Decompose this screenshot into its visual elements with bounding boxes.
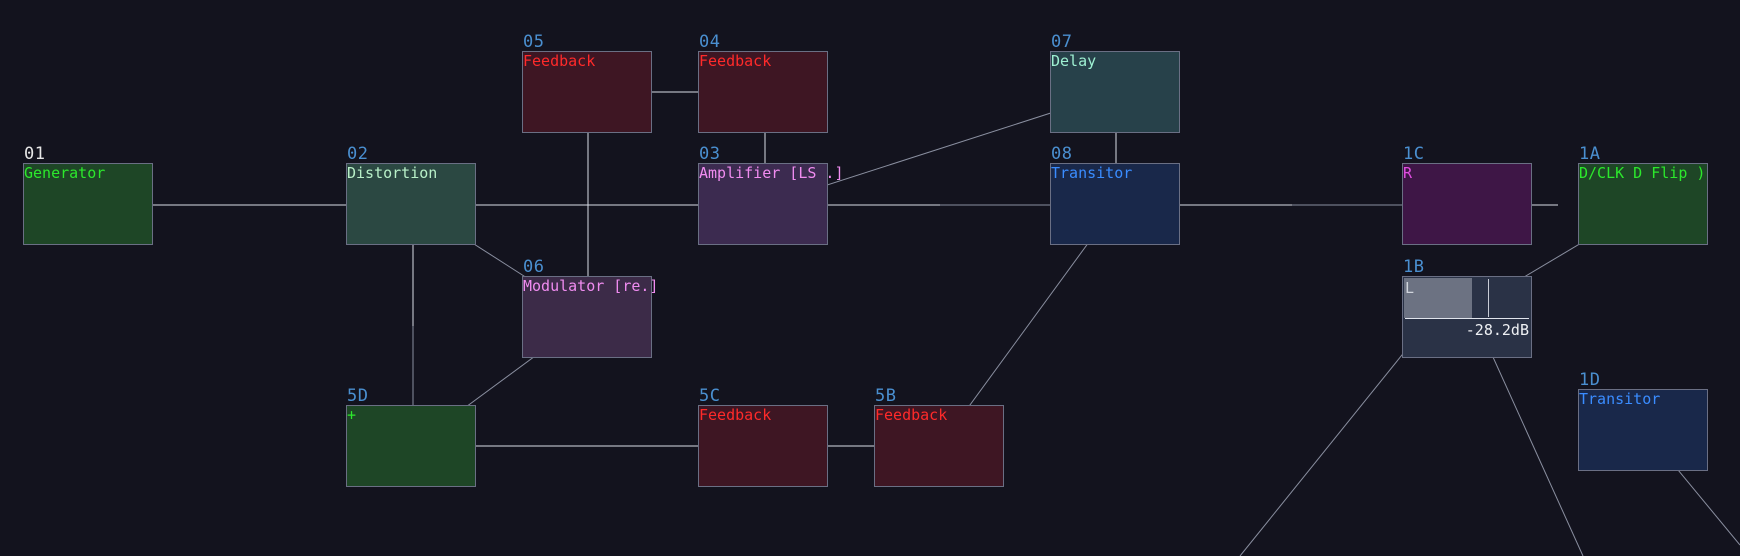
node-id: 08 xyxy=(1051,144,1073,164)
node-id: 05 xyxy=(523,32,545,52)
node-title: Transitor xyxy=(1579,390,1661,408)
node-delay[interactable]: 07 Delay xyxy=(1050,33,1180,133)
node-generator[interactable]: 01 Generator xyxy=(23,145,153,245)
node-id: 07 xyxy=(1051,32,1073,52)
node-feedback-5b[interactable]: 5B Feedback xyxy=(874,387,1004,487)
meter-channel-label: L xyxy=(1405,279,1415,297)
node-title: Modulator [re.] xyxy=(523,277,659,295)
node-feedback-04[interactable]: 04 Feedback xyxy=(698,33,828,133)
node-level-meter[interactable]: 1B L -28.2dB xyxy=(1402,258,1532,358)
wire xyxy=(1482,334,1584,556)
node-title: + xyxy=(347,406,357,424)
node-id: 1B xyxy=(1403,257,1425,277)
node-title: Amplifier [LS .] xyxy=(699,164,844,182)
node-title: Delay xyxy=(1051,52,1097,70)
node-id: 5D xyxy=(347,386,369,406)
node-transitor-08[interactable]: 08 Transitor xyxy=(1050,145,1180,245)
node-title: Feedback xyxy=(699,406,772,424)
node-d-flip-flop[interactable]: 1A D/CLK D Flip ) xyxy=(1578,145,1708,245)
node-id: 1D xyxy=(1579,370,1601,390)
node-id: 1C xyxy=(1403,144,1425,164)
node-modulator[interactable]: 06 Modulator [re.] xyxy=(522,258,658,358)
node-id: 5C xyxy=(699,386,721,406)
node-title: Transitor xyxy=(1051,164,1133,182)
node-id: 01 xyxy=(24,144,46,164)
node-title: Generator xyxy=(24,164,106,182)
node-title: Distortion xyxy=(347,164,438,182)
meter-value: -28.2dB xyxy=(1465,321,1529,339)
node-title: Feedback xyxy=(875,406,948,424)
node-id: 02 xyxy=(347,144,369,164)
node-title: Feedback xyxy=(523,52,596,70)
node-id: 5B xyxy=(875,386,897,406)
node-transitor-1d[interactable]: 1D Transitor xyxy=(1578,371,1708,471)
meter-peak-marker xyxy=(1488,279,1489,317)
node-adder[interactable]: 5D + xyxy=(346,387,476,487)
wire xyxy=(1239,344,1411,556)
node-r[interactable]: 1C R xyxy=(1402,145,1532,245)
meter-baseline xyxy=(1405,318,1529,319)
node-id: 04 xyxy=(699,32,721,52)
node-feedback-05[interactable]: 05 Feedback xyxy=(522,33,652,133)
node-title: Feedback xyxy=(699,52,772,70)
node-id: 1A xyxy=(1579,144,1601,164)
node-distortion[interactable]: 02 Distortion xyxy=(346,145,476,245)
node-id: 03 xyxy=(699,144,721,164)
node-amplifier[interactable]: 03 Amplifier [LS .] xyxy=(698,145,844,245)
meter-level-bar xyxy=(1404,278,1472,318)
node-feedback-5c[interactable]: 5C Feedback xyxy=(698,387,828,487)
node-id: 06 xyxy=(523,257,545,277)
node-title: R xyxy=(1403,164,1413,182)
node-title: D/CLK D Flip ) xyxy=(1579,164,1706,182)
